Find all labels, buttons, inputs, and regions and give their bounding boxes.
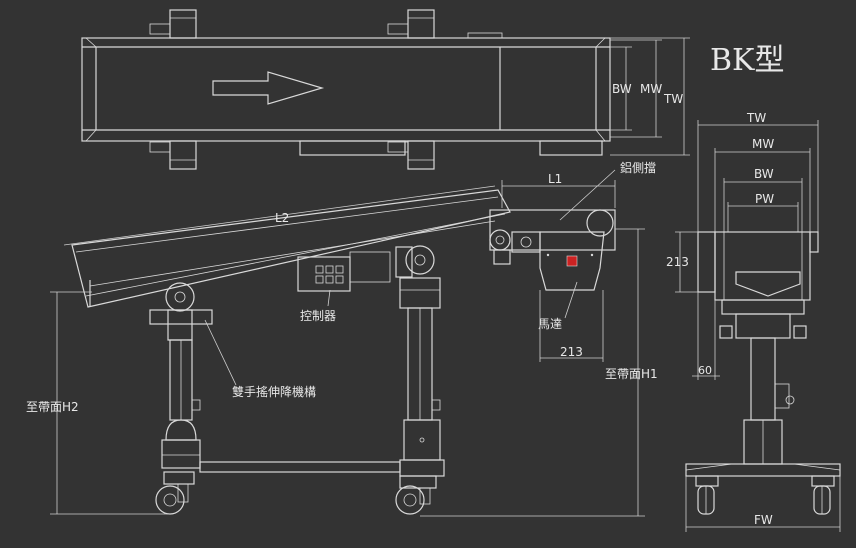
- caster-top-2: [387, 9, 435, 39]
- belt-body: [71, 189, 511, 308]
- l2-label: L2: [275, 211, 289, 225]
- caster-bottom-1: [149, 140, 197, 170]
- dim-213-end: 213: [666, 255, 689, 269]
- side-rail-label: 鋁側擋: [620, 161, 656, 175]
- end-column: [750, 337, 776, 421]
- controller-label: 控制器: [300, 309, 336, 323]
- motor-box: [539, 231, 605, 291]
- caster-bottom-2: [387, 140, 435, 170]
- direction-arrow-icon: [212, 71, 325, 105]
- caster-end-left: [695, 475, 719, 515]
- end-frame: [714, 231, 811, 301]
- model-title: BK型: [710, 43, 784, 78]
- mw-label: MW: [640, 82, 662, 96]
- caster-end-right: [811, 475, 835, 515]
- caster-side-left: [155, 471, 195, 515]
- lift-label: 雙手搖伸降機構: [232, 384, 316, 399]
- bw-label: BW: [612, 82, 632, 96]
- end-view: TW MW BW PW: [666, 111, 841, 532]
- controller-buttons: [315, 265, 344, 284]
- h2-label: 至帶面H2: [26, 400, 79, 414]
- mw-label-end: MW: [752, 137, 774, 151]
- caster-top-1: [149, 9, 197, 39]
- base-beam: [199, 461, 401, 473]
- tw-label-end: TW: [746, 111, 766, 125]
- drive-section: [489, 209, 616, 251]
- left-lift: [149, 282, 213, 469]
- end-base: [685, 463, 841, 477]
- side-view: L2 L1 鋁側擋 213 馬達: [26, 161, 658, 517]
- l1-label: L1: [548, 172, 562, 186]
- top-frame: [81, 37, 611, 142]
- dim-60: 60: [698, 364, 712, 377]
- bw-label-end: BW: [754, 167, 774, 181]
- caster-side-right: [395, 475, 437, 515]
- controller-box: [297, 256, 351, 292]
- dim-213-side: 213: [560, 345, 583, 359]
- right-lift: [395, 245, 445, 477]
- motor-indicator-icon: [566, 255, 578, 267]
- fw-label: FW: [754, 513, 773, 527]
- h1-label: 至帶面H1: [605, 367, 658, 381]
- pw-label: PW: [755, 192, 774, 206]
- top-view: BW MW TW: [81, 9, 690, 170]
- tw-label-top: TW: [663, 92, 683, 106]
- motor-label: 馬達: [538, 317, 562, 331]
